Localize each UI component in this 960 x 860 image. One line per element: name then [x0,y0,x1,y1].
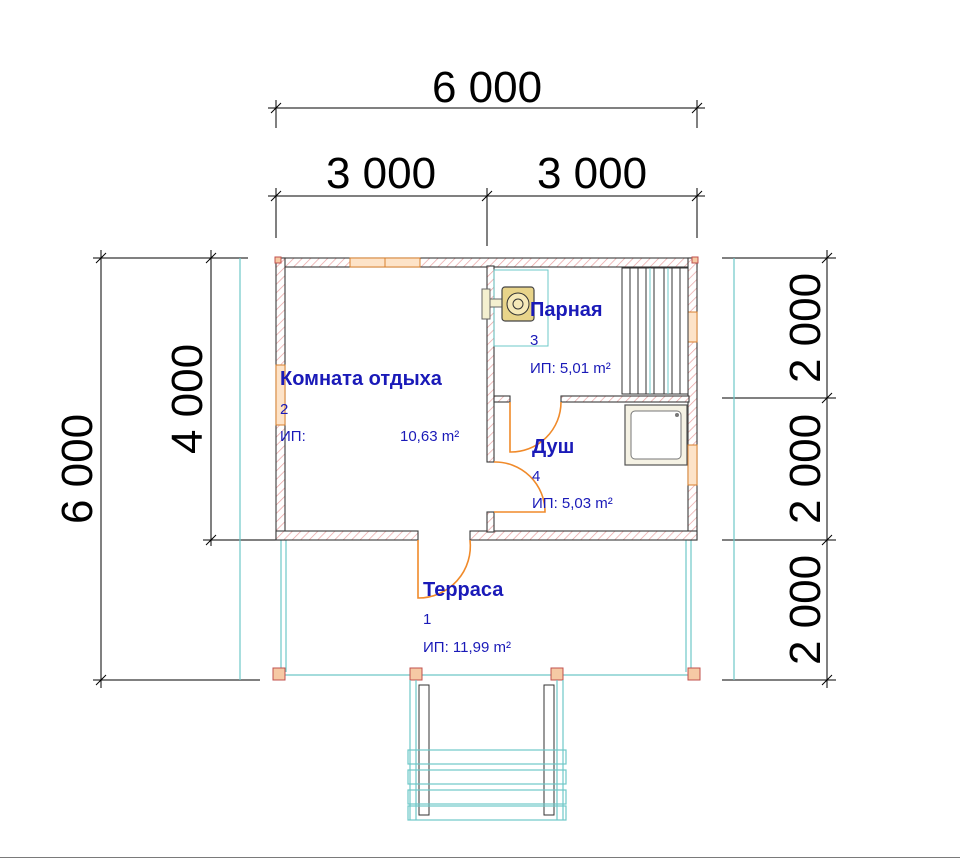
room-rest: Комната отдыха 2 ИП: 10,63 m² [280,368,459,445]
room-terrace-number: 1 [423,611,431,628]
room-shower-number: 4 [532,468,540,485]
room-rest-number: 2 [280,401,288,418]
room-rest-name: Комната отдыха [280,368,443,390]
interior-walls [486,265,690,533]
dim-right-1-label: 2 000 [781,273,830,383]
dimension-right: 2 000 2 000 2 000 [722,250,836,688]
dim-right-2-label: 2 000 [781,414,830,524]
sauna-bench-icon [621,267,689,395]
bottom-divider [0,857,960,858]
room-rest-area-value: 10,63 m² [400,428,459,445]
room-terrace-area: ИП: 11,99 m² [423,639,511,656]
dimension-left-total: 6 000 [53,250,260,688]
corner-posts [272,256,701,681]
room-terrace-name: Терраса [423,579,504,601]
room-shower-area: ИП: 5,03 m² [532,495,613,512]
room-shower-name: Душ [532,436,574,458]
dim-left-inner-label: 4 000 [163,344,212,454]
room-terrace: Терраса 1 ИП: 11,99 m² [423,579,511,656]
doors [417,401,562,599]
dim-top-total-label: 6 000 [432,63,542,112]
dim-right-3-label: 2 000 [781,555,830,665]
windows [275,257,698,486]
dim-left-total-label: 6 000 [53,414,102,524]
dim-top-left-label: 3 000 [326,149,436,198]
room-shower: Душ 4 ИП: 5,03 m² [532,436,613,512]
dimension-top-split: 3 000 3 000 [268,149,705,246]
stove-icon [481,269,549,347]
room-steam: Парная 3 ИП: 5,01 m² [530,299,611,377]
dim-top-right-label: 3 000 [537,149,647,198]
terrace-railing [239,258,735,680]
room-steam-number: 3 [530,332,538,349]
dimension-left-inner: 4 000 [163,250,276,546]
dimension-top-total: 6 000 [268,63,705,128]
room-steam-name: Парная [530,299,603,321]
room-steam-area: ИП: 5,01 m² [530,360,611,377]
room-rest-area-label: ИП: [280,428,306,445]
shower-tray-icon [624,404,688,466]
entrance-stairs [407,680,567,821]
